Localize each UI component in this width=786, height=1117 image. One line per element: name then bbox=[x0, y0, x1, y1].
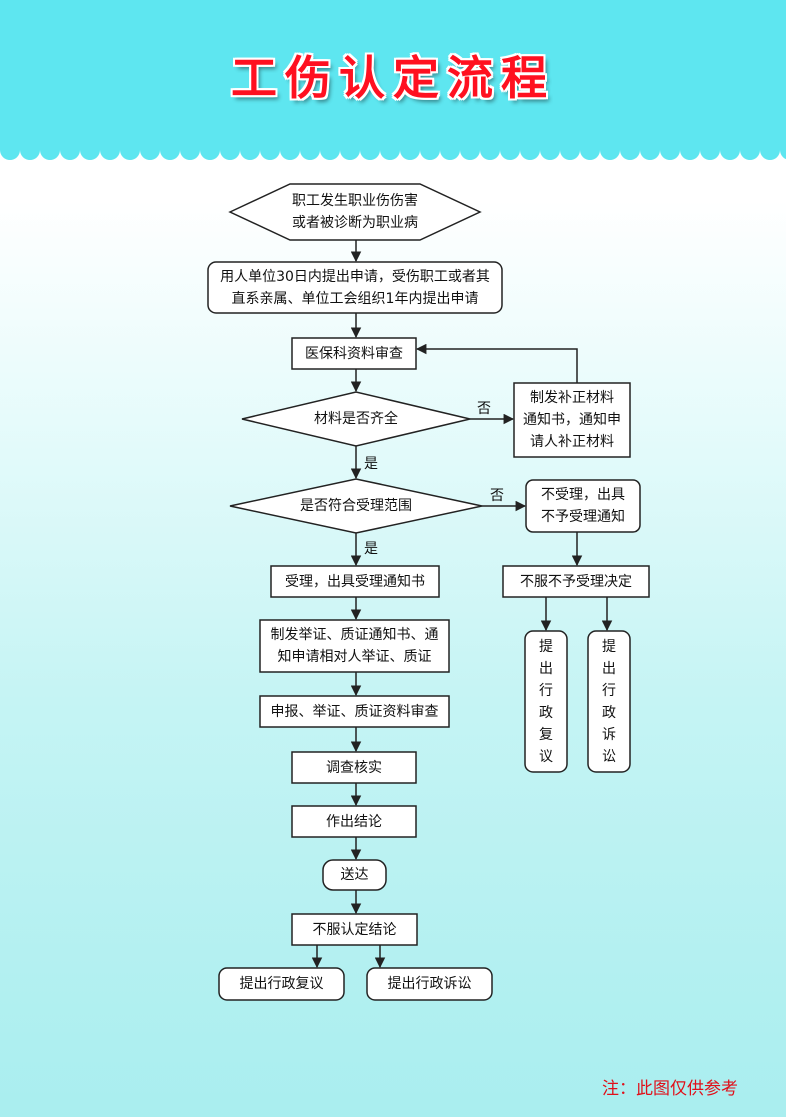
scallop bbox=[760, 140, 780, 160]
start-diamond bbox=[228, 183, 482, 241]
scope-check-text: 是否符合受理范围 bbox=[300, 498, 412, 514]
scallop bbox=[680, 140, 700, 160]
scallop bbox=[620, 140, 640, 160]
scallop bbox=[180, 140, 200, 160]
scallop bbox=[480, 140, 500, 160]
scallop bbox=[520, 140, 540, 160]
accept-box bbox=[270, 565, 440, 598]
supplement-box bbox=[513, 382, 631, 458]
disagree-reject-text: 不服不予受理决定 bbox=[520, 573, 632, 590]
scallop bbox=[700, 140, 720, 160]
litigate-text: 提出行政诉讼 bbox=[387, 976, 472, 992]
disagree-conclusion-text: 不服认定结论 bbox=[312, 921, 397, 938]
deliver-text: 送达 bbox=[340, 867, 369, 883]
scallop bbox=[20, 140, 40, 160]
investigate-box bbox=[291, 751, 417, 784]
scallop bbox=[560, 140, 580, 160]
scallop bbox=[600, 140, 620, 160]
scallop bbox=[780, 140, 786, 160]
scallop bbox=[460, 140, 480, 160]
scallop bbox=[220, 140, 240, 160]
edge-supplement-review bbox=[415, 343, 578, 383]
scallop bbox=[380, 140, 400, 160]
reconsider-box bbox=[218, 967, 345, 1001]
accept-text: 受理，出具受理通知书 bbox=[285, 573, 425, 590]
scallop bbox=[440, 140, 460, 160]
evidence-notice-text: 制发举证、质证通知书、通 知申请相对人举证、质证 bbox=[270, 627, 439, 665]
investigate-text: 调查核实 bbox=[326, 759, 382, 776]
scallop bbox=[280, 140, 300, 160]
scallop bbox=[500, 140, 520, 160]
edge-label-no-1: 否 bbox=[477, 401, 491, 417]
scallop bbox=[100, 140, 120, 160]
start-text: 职工发生职业伤伤害 或者被诊断为职业病 bbox=[292, 193, 418, 231]
scallop bbox=[740, 140, 760, 160]
scallop bbox=[540, 140, 560, 160]
scallop bbox=[200, 140, 220, 160]
scallop bbox=[260, 140, 280, 160]
edge-label-yes-2: 是 bbox=[364, 541, 378, 557]
scallop-border bbox=[0, 138, 786, 160]
footnote: 注：此图仅供参考 bbox=[602, 1079, 738, 1099]
page-title: 工伤认定流程 bbox=[231, 51, 555, 105]
scallop bbox=[300, 140, 320, 160]
scallop bbox=[60, 140, 80, 160]
reconsider-text: 提出行政复议 bbox=[239, 976, 324, 992]
scallop bbox=[400, 140, 420, 160]
header-banner bbox=[0, 0, 786, 150]
scallop bbox=[80, 140, 100, 160]
scallop bbox=[720, 140, 740, 160]
complete-check-text: 材料是否齐全 bbox=[314, 411, 398, 427]
evidence-notice-box bbox=[259, 619, 450, 673]
edge-label-no-2: 否 bbox=[490, 488, 504, 504]
evidence-review-box bbox=[259, 695, 450, 728]
disagree-conclusion-box bbox=[291, 913, 418, 946]
apply-text: 用人单位30日内提出申请，受伤职工或者其 直系亲属、单位工会组织1年内提出申请 bbox=[220, 268, 490, 307]
scallop bbox=[240, 140, 260, 160]
scallop bbox=[340, 140, 360, 160]
evidence-review-text: 申报、举证、质证资料审查 bbox=[270, 703, 439, 720]
scallop bbox=[160, 140, 180, 160]
litigate-vertical-text: 提 出 行 政 诉 讼 bbox=[602, 638, 616, 765]
review-text: 医保科资料审查 bbox=[305, 345, 403, 362]
conclusion-text: 作出结论 bbox=[326, 813, 382, 830]
scallop bbox=[580, 140, 600, 160]
supplement-text: 制发补正材料 通知书，通知申 请人补正材料 bbox=[523, 390, 621, 450]
disagree-reject-box bbox=[502, 565, 650, 598]
litigate-box bbox=[366, 967, 493, 1001]
scallop bbox=[420, 140, 440, 160]
edge-label-yes-1: 是 bbox=[364, 456, 378, 472]
scallop bbox=[360, 140, 380, 160]
scallop bbox=[640, 140, 660, 160]
reject-text: 不受理，出具 不予受理通知 bbox=[541, 487, 625, 525]
scallop bbox=[0, 140, 20, 160]
scallop bbox=[140, 140, 160, 160]
scallop bbox=[40, 140, 60, 160]
scallop bbox=[120, 140, 140, 160]
scallop bbox=[660, 140, 680, 160]
reconsider-vertical-text: 提 出 行 政 复 议 bbox=[539, 638, 553, 765]
scallop bbox=[320, 140, 340, 160]
